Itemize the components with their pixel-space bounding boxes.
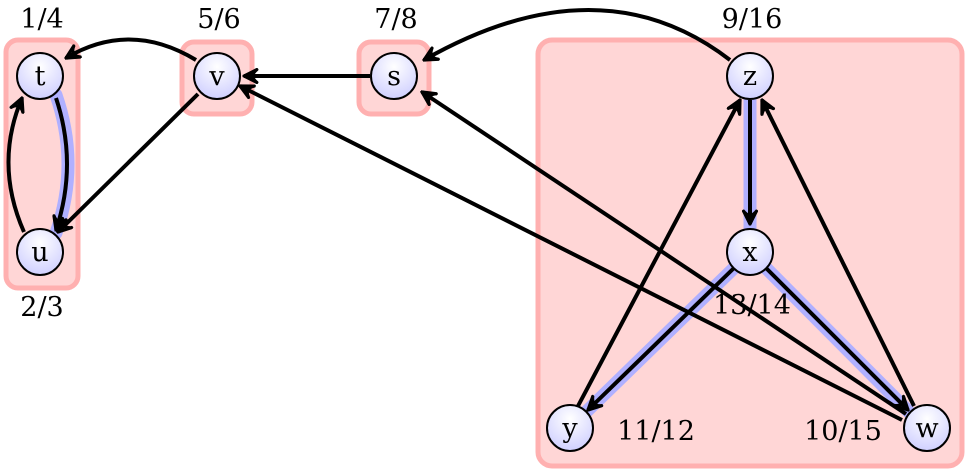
node-label: z bbox=[743, 61, 757, 92]
edge-w-z bbox=[760, 100, 916, 407]
node-w: w bbox=[903, 404, 951, 452]
times-label-v: 5/6 bbox=[197, 4, 240, 35]
node-label: y bbox=[561, 413, 578, 444]
edge-y-z bbox=[576, 100, 742, 407]
times-label-t: 1/4 bbox=[20, 4, 63, 35]
times-label-y: 11/12 bbox=[617, 416, 695, 447]
edge-w-v bbox=[240, 84, 903, 422]
times-label-w: 10/15 bbox=[804, 416, 882, 447]
edge-u-t bbox=[6, 98, 26, 233]
node-x: x bbox=[726, 228, 774, 276]
edge-z-s bbox=[424, 8, 732, 60]
node-label: u bbox=[31, 237, 48, 268]
node-label: w bbox=[915, 413, 938, 444]
node-y: y bbox=[546, 404, 594, 452]
node-z: z bbox=[726, 52, 774, 100]
node-label: v bbox=[208, 61, 225, 92]
edge-v-u bbox=[58, 92, 200, 232]
node-v: v bbox=[193, 52, 241, 100]
node-label: s bbox=[387, 61, 401, 92]
node-t: t bbox=[16, 52, 64, 100]
edge-x-y bbox=[588, 266, 736, 410]
times-label-x: 13/14 bbox=[713, 290, 791, 321]
times-label-z: 9/16 bbox=[722, 4, 783, 35]
node-u: u bbox=[16, 228, 64, 276]
edge-t-u bbox=[56, 97, 69, 230]
times-label-s: 7/8 bbox=[374, 4, 417, 35]
edge-v-t bbox=[66, 37, 198, 62]
node-s: s bbox=[370, 52, 418, 100]
edge-x-w bbox=[764, 266, 908, 410]
times-label-u: 2/3 bbox=[20, 292, 63, 323]
node-label: x bbox=[742, 237, 757, 268]
node-label: t bbox=[35, 61, 46, 92]
edge-w-s bbox=[422, 92, 908, 416]
